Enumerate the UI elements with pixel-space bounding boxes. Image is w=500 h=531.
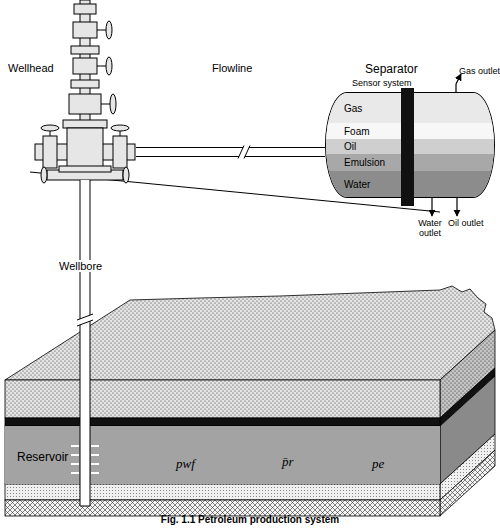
wellhead-tree <box>71 46 99 54</box>
outlet-pipes <box>456 74 461 84</box>
reservoir-layer: Reservoir <box>5 426 440 484</box>
node-text: Foam <box>344 126 370 137</box>
wellhead-tree <box>110 94 116 114</box>
wellhead-tree <box>41 167 47 183</box>
wellbore-bottom <box>80 426 90 506</box>
reservoir-block <box>5 286 495 516</box>
break-gap <box>238 146 250 159</box>
pipe-connector <box>136 146 325 159</box>
break-mark <box>77 314 93 326</box>
pipe-label: Flowline <box>212 62 252 74</box>
basement-layer <box>5 500 440 516</box>
foam-band: Foam <box>326 123 494 139</box>
pressure-symbol: p̄r <box>282 454 294 470</box>
pressure-symbol: pe <box>372 456 384 472</box>
cap-rock-layer <box>5 380 440 418</box>
wellbore-bottom <box>91 472 99 474</box>
wellhead-tree <box>71 80 99 88</box>
wellhead-tree <box>113 136 127 168</box>
figure-caption: Fig. 1.1 Petroleum production system <box>0 514 500 525</box>
wellbore-bottom <box>71 445 79 447</box>
wellbore-bottom <box>80 426 90 506</box>
wellbore-bottom <box>71 463 79 465</box>
wellbore-bottom <box>91 454 99 456</box>
wellhead-tree <box>73 22 97 38</box>
node-text: Reservoir <box>17 450 68 464</box>
connector-layer <box>77 146 325 427</box>
node-text: Emulsion <box>344 157 385 168</box>
node-text: Oil <box>344 141 356 152</box>
outlet-pipes <box>456 198 457 216</box>
wellbore-bottom <box>71 446 99 473</box>
sensor-probe <box>401 88 414 206</box>
outlet-pipes <box>455 84 456 93</box>
node-text: Water <box>344 179 370 190</box>
wellhead-tree <box>63 120 107 128</box>
node-text: Wellhead <box>8 62 54 74</box>
pipe-fill <box>136 148 325 157</box>
wellhead-tree <box>67 128 103 168</box>
wellhead-tree <box>123 167 129 183</box>
pipe-connector <box>77 180 93 426</box>
separator-vessel: GasFoamOilEmulsionWater Separator <box>325 62 495 198</box>
wellhead-tree <box>69 94 101 114</box>
block-top-face <box>5 286 495 380</box>
gas-band: Gas <box>326 93 494 123</box>
node-text: Separator <box>365 62 418 76</box>
base-layer <box>5 484 440 500</box>
pressure-symbol: pwf <box>176 456 195 472</box>
oil-band: Oil <box>326 139 494 154</box>
vessel-shell: GasFoamOilEmulsionWater <box>325 92 495 198</box>
wellbore-bottom <box>91 463 99 465</box>
wellhead-tree <box>106 21 112 39</box>
oil-outlet-label: Oil outlet <box>448 218 484 228</box>
wellhead-tree <box>41 125 59 131</box>
wellbore-bottom <box>91 445 99 447</box>
water-outlet-label: Water outlet <box>411 218 449 238</box>
pipe-wall <box>80 180 90 426</box>
node-text: Gas <box>344 103 362 114</box>
shale-strip <box>5 418 440 426</box>
wellbore-bottom <box>71 454 79 456</box>
wellhead-tree <box>74 4 96 14</box>
water-band: Water <box>326 171 494 197</box>
wellbore-bottom <box>71 472 79 474</box>
reservoir-layer-bed <box>5 426 440 484</box>
block-right-face <box>440 450 495 516</box>
gas-outlet-label: Gas outlet <box>459 66 500 76</box>
pipe-fill <box>80 180 90 426</box>
break-gap <box>77 314 93 326</box>
wellhead-unit: Wellhead <box>8 0 136 180</box>
pipe-wall <box>136 148 325 157</box>
wellhead-tree <box>59 166 111 172</box>
wellhead-tree <box>43 136 57 168</box>
wellhead-tree <box>106 57 112 75</box>
sensor-label: Sensor system <box>352 78 412 88</box>
break-mark <box>238 146 250 159</box>
wellbore-bottom <box>71 426 99 506</box>
wellhead-tree <box>35 0 135 183</box>
outlet-pipes <box>432 74 461 216</box>
pipe-label: Wellbore <box>58 260 103 272</box>
wellhead-tree <box>50 131 51 136</box>
outlet-pipes <box>431 198 432 216</box>
wellhead-tree <box>73 58 97 74</box>
wellhead-tree <box>111 125 129 131</box>
wellhead-tree <box>120 131 121 136</box>
sensor-probe <box>401 88 414 206</box>
emulsion-band: Emulsion <box>326 154 494 171</box>
